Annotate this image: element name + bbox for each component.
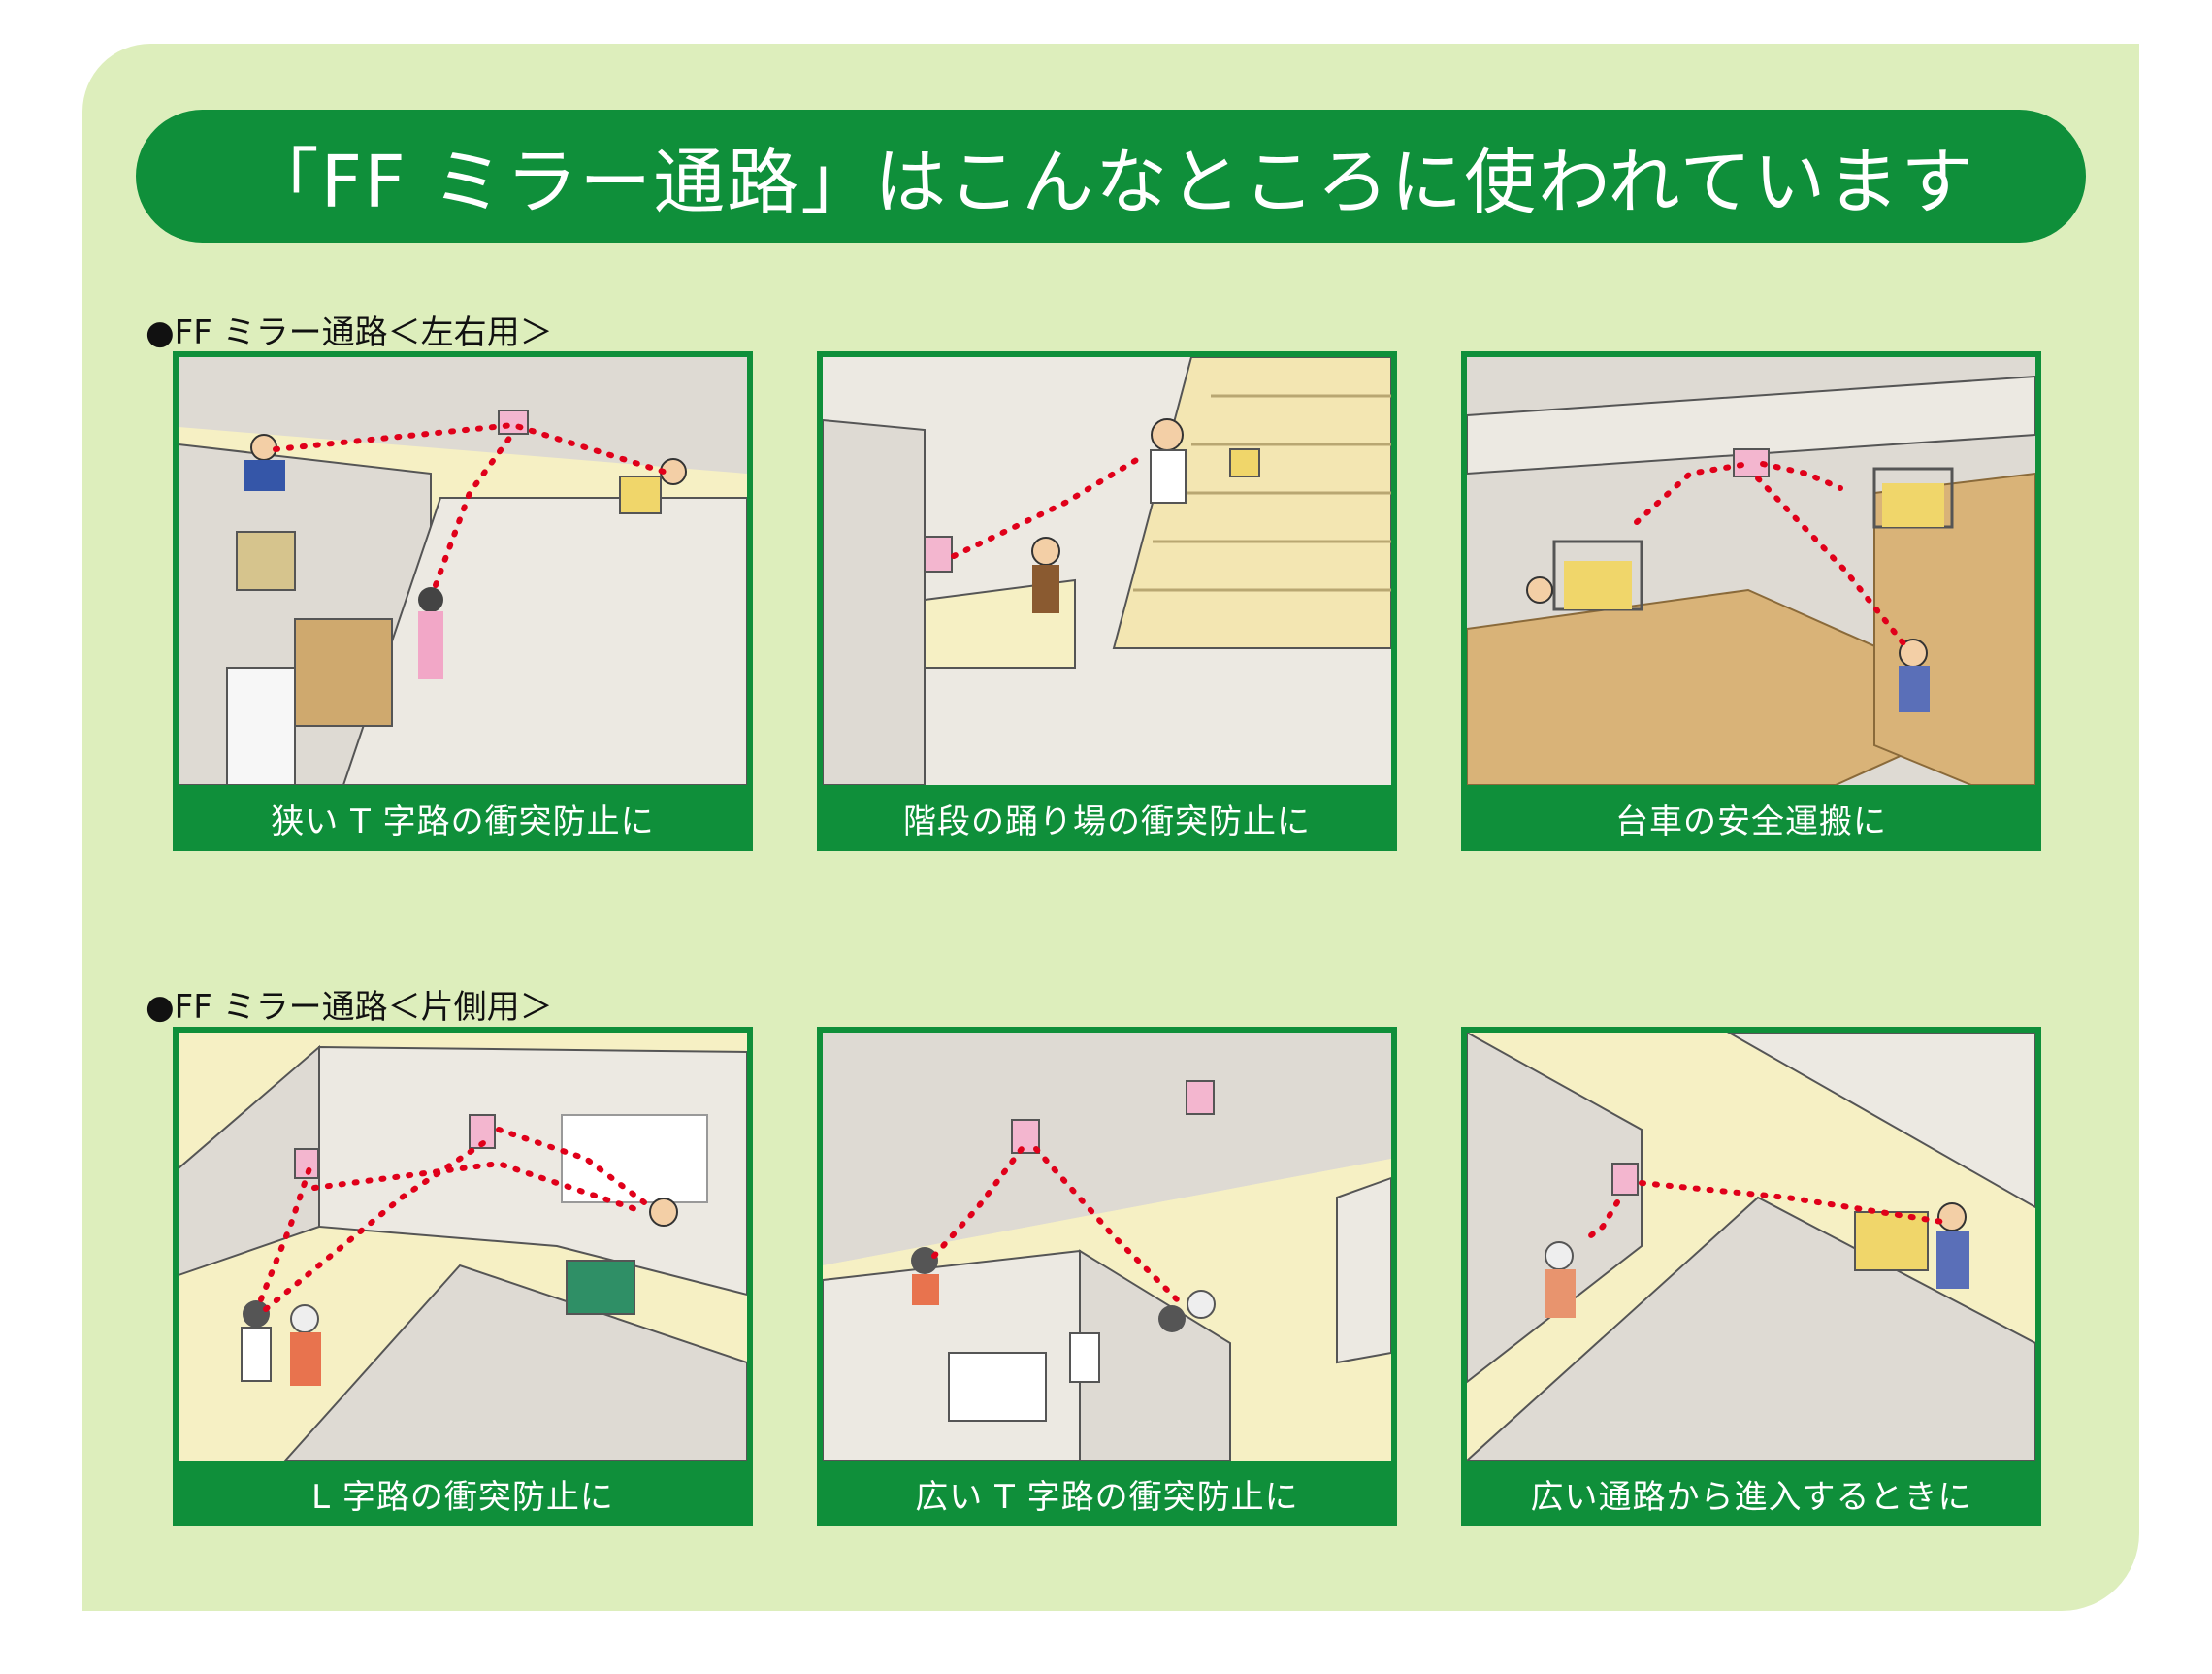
card-stair-landing: 階段の踊り場の衝突防止に	[817, 351, 1397, 851]
page-title: 「FF ミラー通路」はこんなところに使われています	[246, 141, 1975, 224]
scene-illustration	[179, 1033, 747, 1461]
card-caption: 台車の安全運搬に	[1615, 802, 1887, 841]
card-wide-passage-entry: 広い通路から進入するときに	[1461, 1027, 2041, 1526]
scene-illustration	[823, 357, 1391, 785]
hospital-l-corridor-illustration	[179, 1033, 747, 1461]
card-caption: 広い T 字路の衝突防止に	[915, 1477, 1299, 1517]
scene-illustration	[1467, 1033, 2035, 1461]
scene-illustration	[1467, 357, 2035, 785]
card-cart-transport: 台車の安全運搬に	[1461, 351, 2041, 851]
office-kitchen-illustration	[179, 357, 747, 785]
card-narrow-t-junction: 狭い T 字路の衝突防止に	[173, 351, 753, 851]
card-caption: L 字路の衝突防止に	[311, 1477, 614, 1517]
wide-passage-illustration	[1467, 1033, 2035, 1461]
card-caption: 広い通路から進入するときに	[1530, 1477, 1972, 1517]
title-banner: 「FF ミラー通路」はこんなところに使われています	[136, 110, 2086, 243]
scene-illustration	[823, 1033, 1391, 1461]
card-caption: 階段の踊り場の衝突防止に	[903, 802, 1311, 841]
card-caption: 狭い T 字路の衝突防止に	[271, 802, 655, 841]
warehouse-illustration	[1467, 357, 2035, 785]
staircase-illustration	[823, 357, 1391, 785]
hospital-t-corridor-illustration	[823, 1033, 1391, 1461]
section-label-one-side: ●FF ミラー通路＜片側用＞	[146, 988, 553, 1027]
card-l-junction: L 字路の衝突防止に	[173, 1027, 753, 1526]
card-wide-t-junction: 広い T 字路の衝突防止に	[817, 1027, 1397, 1526]
scene-illustration	[179, 357, 747, 785]
section-label-left-right: ●FF ミラー通路＜左右用＞	[146, 313, 553, 352]
